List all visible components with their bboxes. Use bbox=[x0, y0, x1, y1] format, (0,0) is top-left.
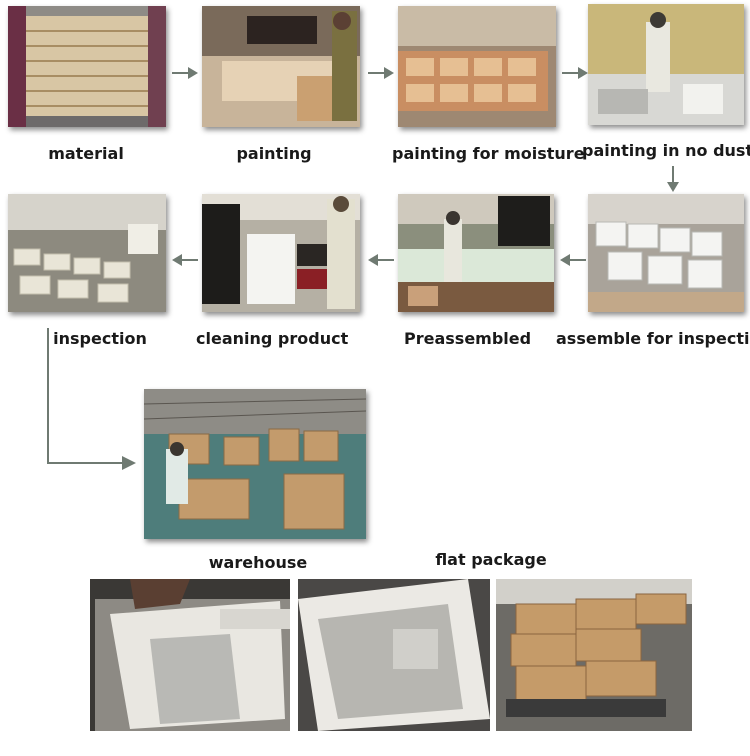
flow-arrow-right bbox=[368, 66, 394, 80]
painting-photo bbox=[202, 6, 360, 127]
step-label-preassembled: Preassembled bbox=[404, 329, 532, 348]
flow-arrow-elbow bbox=[42, 328, 138, 470]
flow-arrow-down bbox=[666, 166, 680, 192]
inspection-photo bbox=[8, 194, 166, 312]
painting-moisture-photo bbox=[398, 6, 556, 127]
step-label-painting: painting bbox=[236, 144, 312, 163]
step-label-cleaning-product: cleaning product bbox=[196, 329, 349, 348]
painting-no-dust-photo bbox=[588, 4, 744, 125]
flat-package-title: flat package bbox=[435, 550, 547, 569]
flow-arrow-left bbox=[368, 253, 394, 267]
flow-arrow-right bbox=[562, 66, 588, 80]
flow-arrow-right bbox=[172, 66, 198, 80]
step-label-assemble-inspection: assemble for inspection bbox=[556, 329, 750, 348]
warehouse-photo bbox=[144, 389, 366, 539]
step-label-warehouse: warehouse bbox=[208, 553, 308, 572]
preassembled-photo bbox=[398, 194, 554, 312]
flat-package-photo-1 bbox=[90, 579, 290, 731]
step-label-material: material bbox=[48, 144, 124, 163]
step-label-inspection: inspection bbox=[53, 329, 147, 348]
step-label-painting-moisture: painting for moisture bbox=[392, 144, 585, 163]
flow-arrow-left bbox=[560, 253, 586, 267]
material-photo bbox=[8, 6, 166, 127]
step-label-painting-no-dust: painting in no dust bbox=[582, 141, 750, 160]
flow-arrow-left bbox=[172, 253, 198, 267]
flat-package-photo-2 bbox=[298, 579, 490, 731]
flat-package-photo-3 bbox=[496, 579, 692, 731]
cleaning-product-photo bbox=[202, 194, 360, 312]
assemble-inspection-photo bbox=[588, 194, 744, 312]
